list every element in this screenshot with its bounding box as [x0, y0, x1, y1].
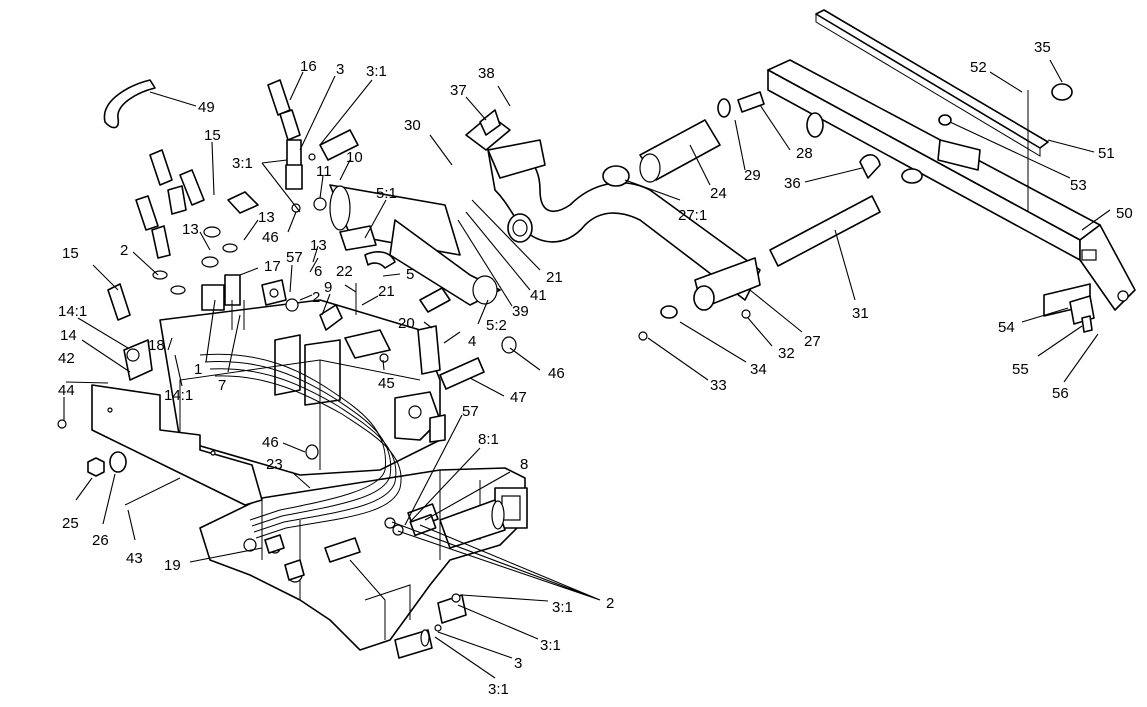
- callout-2: 2: [606, 595, 614, 612]
- callout-18: 18: [148, 337, 165, 354]
- callout-9: 9: [324, 279, 332, 296]
- callout-3-1: 3:1: [366, 63, 387, 80]
- hydraulic-fittings-left: [57, 79, 517, 506]
- callout-14: 14: [60, 327, 77, 344]
- crossbar-assembly: [638, 9, 1136, 341]
- callout-17: 17: [264, 258, 281, 275]
- callout-42: 42: [58, 350, 75, 367]
- callout-23: 23: [266, 456, 283, 473]
- callout-3-1: 3:1: [232, 155, 253, 172]
- leader-lines: [63, 59, 1111, 679]
- callout-2: 2: [120, 242, 128, 259]
- main-frame: [159, 299, 528, 659]
- callout-45: 45: [378, 375, 395, 392]
- callout-4: 4: [468, 333, 476, 350]
- callout-13: 13: [258, 209, 275, 226]
- callout-25: 25: [62, 515, 79, 532]
- callout-3-1: 3:1: [552, 599, 573, 616]
- callout-14-1: 14:1: [164, 387, 193, 404]
- callout-8-1: 8:1: [478, 431, 499, 448]
- callout-51: 51: [1098, 145, 1115, 162]
- callout-33: 33: [710, 377, 727, 394]
- callout-32: 32: [778, 345, 795, 362]
- callout-24: 24: [710, 185, 727, 202]
- callout-10: 10: [346, 149, 363, 166]
- callout-5: 5: [406, 266, 414, 283]
- callout-15: 15: [204, 127, 221, 144]
- callout-5-2: 5:2: [486, 317, 507, 334]
- callout-1: 1: [194, 361, 202, 378]
- callout-31: 31: [852, 305, 869, 322]
- callout-21: 21: [546, 269, 563, 286]
- callout-44: 44: [58, 382, 75, 399]
- callout-49: 49: [198, 99, 215, 116]
- callout-19: 19: [164, 557, 181, 574]
- callout-3-1: 3:1: [540, 637, 561, 654]
- callout-46: 46: [262, 229, 279, 246]
- callout-3: 3: [514, 655, 522, 672]
- callout-52: 52: [970, 59, 987, 76]
- callout-27: 27: [804, 333, 821, 350]
- callout-57: 57: [462, 403, 479, 420]
- callout-13: 13: [310, 237, 327, 254]
- callout-8: 8: [520, 456, 528, 473]
- callout-22: 22: [336, 263, 353, 280]
- callout-53: 53: [1070, 177, 1087, 194]
- callout-34: 34: [750, 361, 767, 378]
- callout-55: 55: [1012, 361, 1029, 378]
- callout-21: 21: [378, 283, 395, 300]
- callout-6: 6: [314, 263, 322, 280]
- callout-20: 20: [398, 315, 415, 332]
- callout-46: 46: [262, 434, 279, 451]
- callout-7: 7: [218, 377, 226, 394]
- callout-27-1: 27:1: [678, 207, 707, 224]
- callout-35: 35: [1034, 39, 1051, 56]
- callout-5-1: 5:1: [376, 185, 397, 202]
- callout-2: 2: [312, 289, 320, 306]
- callout-36: 36: [784, 175, 801, 192]
- callout-3-1: 3:1: [488, 681, 509, 698]
- callout-54: 54: [998, 319, 1015, 336]
- callout-labels: 16 3 3:1 49 15 3:1 10 11 13 13 46 5:1 2 …: [58, 39, 1133, 698]
- callout-57: 57: [286, 249, 303, 266]
- callout-11: 11: [316, 163, 332, 180]
- callout-41: 41: [530, 287, 547, 304]
- callout-38: 38: [478, 65, 495, 82]
- callout-56: 56: [1052, 385, 1069, 402]
- callout-50: 50: [1116, 205, 1133, 222]
- callout-28: 28: [796, 145, 813, 162]
- callout-16: 16: [300, 58, 317, 75]
- callout-13: 13: [182, 221, 199, 238]
- lift-arm: [465, 91, 765, 311]
- callout-3: 3: [336, 61, 344, 78]
- callout-46: 46: [548, 365, 565, 382]
- callout-37: 37: [450, 82, 467, 99]
- callout-30: 30: [404, 117, 421, 134]
- shield-plate: [91, 384, 263, 506]
- callout-43: 43: [126, 550, 143, 567]
- callout-39: 39: [512, 303, 529, 320]
- callout-26: 26: [92, 532, 109, 549]
- callout-47: 47: [510, 389, 527, 406]
- callout-15: 15: [62, 245, 79, 262]
- callout-14-1: 14:1: [58, 303, 87, 320]
- callout-29: 29: [744, 167, 761, 184]
